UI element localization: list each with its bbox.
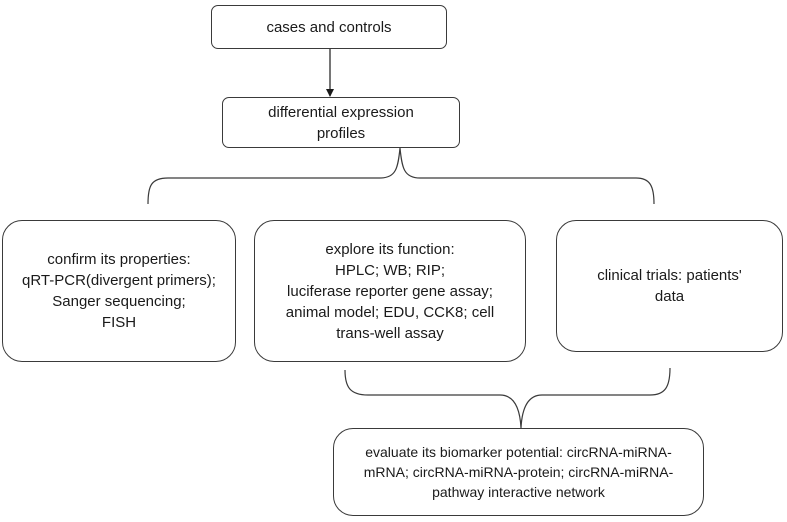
node-clinical-trials: clinical trials: patients' data [556, 220, 783, 352]
node-differential-expression-profiles: differential expression profiles [222, 97, 460, 148]
node-text: trans-well assay [336, 324, 444, 342]
node-confirm-properties: confirm its properties: qRT-PCR(divergen… [2, 220, 236, 362]
merge-brace [344, 367, 671, 429]
node-text: qRT-PCR(divergent primers); [22, 272, 216, 289]
node-explore-function: explore its function: HPLC; WB; RIP; luc… [254, 220, 526, 362]
node-text: cases and controls [266, 18, 392, 36]
node-text: data [654, 288, 685, 305]
node-text: explore its function: [325, 240, 455, 258]
node-text: clinical trials: patients' [597, 267, 742, 284]
node-text: differential expression [268, 103, 414, 121]
node-text: evaluate its biomarker potential: circRN… [365, 444, 672, 460]
node-text: HPLC; WB; RIP; [334, 261, 446, 279]
node-text: confirm its properties: [47, 251, 191, 268]
node-text: profiles [316, 124, 366, 142]
node-evaluate-biomarker: evaluate its biomarker potential: circRN… [333, 428, 704, 516]
node-text: luciferase reporter gene assay; [287, 282, 493, 300]
node-text: animal model; EDU, CCK8; cell [285, 303, 495, 321]
node-text: pathway interactive network [432, 484, 605, 500]
node-cases-and-controls: cases and controls [211, 5, 447, 49]
node-text: Sanger sequencing; [52, 293, 186, 310]
node-text: FISH [101, 314, 137, 331]
node-text: mRNA; circRNA-miRNA-protein; circRNA-miR… [363, 464, 674, 480]
split-brace [147, 147, 655, 205]
